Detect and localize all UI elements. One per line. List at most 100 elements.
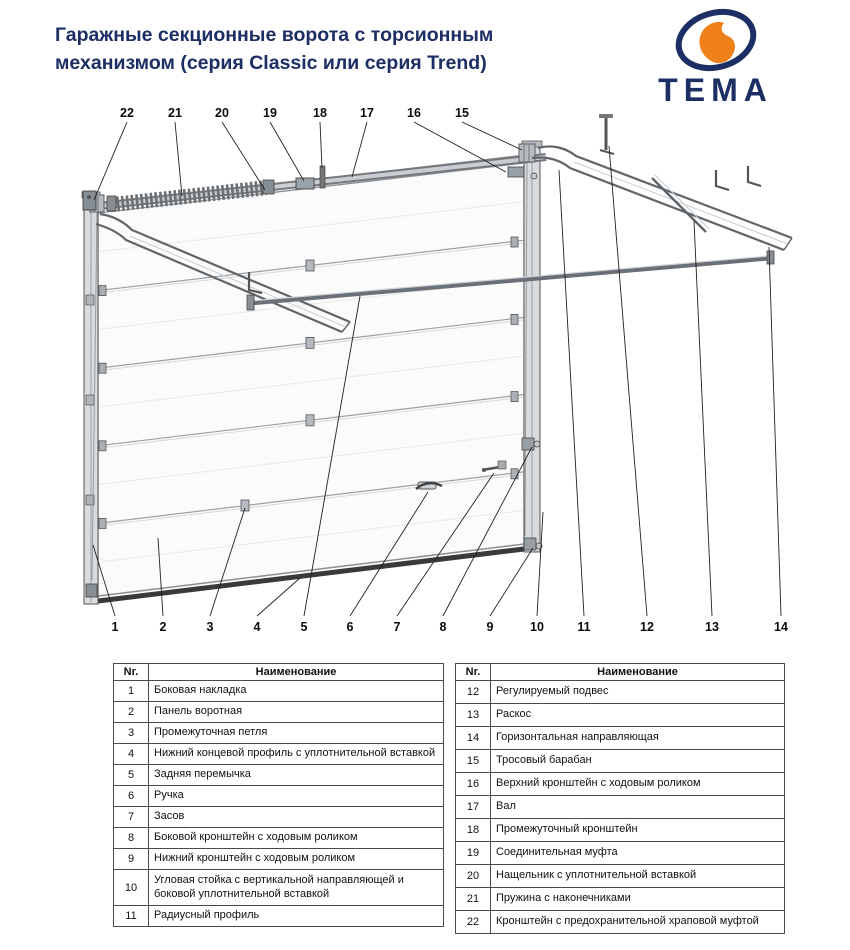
table-header-row: Nr. Наименование (113, 663, 444, 681)
part-name: Промежуточный кронштейн (490, 818, 785, 842)
part-name: Нащельник с уплотнительной вставкой (490, 864, 785, 888)
callout-number-10: 10 (530, 620, 544, 634)
part-name: Нижний концевой профиль с уплотнительной… (148, 743, 444, 765)
part-number: 6 (113, 785, 149, 807)
ratchet-safety-bracket (82, 190, 97, 211)
left-corner-post (81, 191, 101, 605)
part-number: 12 (455, 680, 491, 704)
page-title: Гаражные секционные ворота с торсионным … (55, 22, 635, 77)
part-number: 14 (455, 726, 491, 750)
part-number: 1 (113, 680, 149, 702)
torsion-spring (106, 179, 275, 213)
side-roller-bracket (521, 437, 541, 451)
part-number: 13 (455, 703, 491, 727)
company-logo: ТЕМА (638, 6, 793, 109)
door-diagram: 22 21 20 19 18 17 16 15 1 2 3 4 5 6 7 8 … (81, 106, 793, 634)
part-name: Горизонтальная направляющая (490, 726, 785, 750)
part-name: Тросовый барабан (490, 749, 785, 773)
callout-number-21: 21 (168, 106, 182, 120)
column-header-nr: Nr. (113, 663, 149, 681)
part-number: 11 (113, 905, 149, 927)
column-header-name: Наименование (490, 663, 785, 681)
left-horizontal-track (95, 212, 351, 334)
hinges (98, 236, 519, 529)
part-number: 18 (455, 818, 491, 842)
part-number: 5 (113, 764, 149, 786)
part-number: 19 (455, 841, 491, 865)
callout-number-13: 13 (705, 620, 719, 634)
part-name: Кронштейн с предохранительной храповой м… (490, 910, 785, 934)
part-name: Панель воротная (148, 701, 444, 723)
part-number: 16 (455, 772, 491, 796)
callout-number-15: 15 (455, 106, 469, 120)
callout-numbers: 22 21 20 19 18 17 16 15 1 2 3 4 5 6 7 8 … (112, 106, 788, 634)
callout-number-5: 5 (301, 620, 308, 634)
part-name: Нижний кронштейн с ходовым роликом (148, 848, 444, 870)
callout-number-4: 4 (254, 620, 261, 634)
part-number: 21 (455, 887, 491, 911)
callout-number-2: 2 (160, 620, 167, 634)
part-name: Засов (148, 806, 444, 828)
part-number: 22 (455, 910, 491, 934)
part-name: Промежуточная петля (148, 722, 444, 744)
latch-bolt (481, 460, 507, 472)
part-number: 7 (113, 806, 149, 828)
callout-number-6: 6 (347, 620, 354, 634)
callout-number-7: 7 (394, 620, 401, 634)
part-name: Радиусный профиль (148, 905, 444, 927)
callout-number-18: 18 (313, 106, 327, 120)
callout-number-11: 11 (577, 620, 590, 634)
part-name: Верхний кронштейн с ходовым роликом (490, 772, 785, 796)
callout-number-3: 3 (207, 620, 214, 634)
ceiling-hooks (714, 166, 762, 192)
callout-number-12: 12 (640, 620, 654, 634)
part-name: Боковая накладка (148, 680, 444, 702)
right-corner-post (521, 140, 543, 553)
part-number: 15 (455, 749, 491, 773)
callout-number-16: 16 (407, 106, 421, 120)
part-name: Боковой кронштейн с ходовым роликом (148, 827, 444, 849)
coupling (295, 177, 315, 190)
callout-number-19: 19 (263, 106, 277, 120)
bottom-roller-bracket (523, 537, 543, 551)
callout-number-22: 22 (120, 106, 134, 120)
column-header-name: Наименование (148, 663, 444, 681)
door-handle (415, 481, 443, 490)
callout-number-14: 14 (774, 620, 788, 634)
part-name: Ручка (148, 785, 444, 807)
table-header-row: Nr. Наименование (455, 663, 785, 681)
part-name: Соединительная муфта (490, 841, 785, 865)
diagonal-brace (651, 174, 710, 233)
part-number: 9 (113, 848, 149, 870)
callout-number-17: 17 (360, 106, 374, 120)
part-name: Пружина с наконечниками (490, 887, 785, 911)
page-title-line2: механизмом (серия Classic или серия Tren… (55, 51, 487, 74)
part-number: 2 (113, 701, 149, 723)
leader-lines (92, 121, 782, 617)
adjustable-suspension (599, 114, 615, 155)
part-name: Регулируемый подвес (490, 680, 785, 704)
part-name: Вал (490, 795, 785, 819)
part-number: 8 (113, 827, 149, 849)
part-name: Раскос (490, 703, 785, 727)
part-number: 3 (113, 722, 149, 744)
